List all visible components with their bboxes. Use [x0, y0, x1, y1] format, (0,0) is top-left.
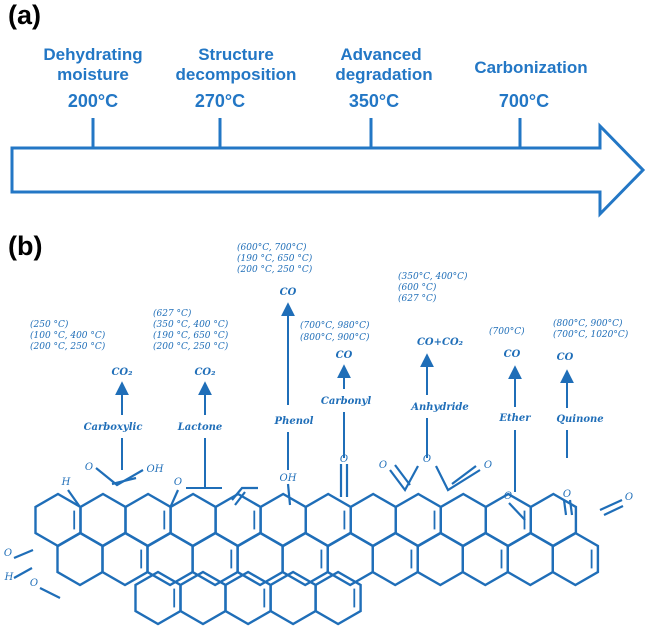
- atom-h-top: H: [61, 477, 71, 488]
- cond-carboxylic-2: (100 °C, 400 °C): [30, 330, 106, 341]
- cond-lactone-1: (627 °C): [153, 308, 192, 319]
- cond-carbonyl-1: (700°C, 980°C): [300, 320, 370, 331]
- group-ether: Ether: [498, 413, 531, 424]
- gas-lactone: CO₂: [194, 367, 216, 378]
- atom-o-quinone-right: O: [625, 492, 633, 503]
- conditions-ether: (700°C): [489, 326, 525, 337]
- cond-lactone-4: (200 °C, 250 °C): [153, 341, 229, 352]
- atom-o-anhydride-right: O: [484, 460, 492, 471]
- atom-o-carboxylic: O: [85, 462, 93, 473]
- stage-4-temp: 700°C: [499, 91, 549, 111]
- carbon-ring: [506, 531, 554, 587]
- stage-3-line2: degradation: [335, 65, 432, 84]
- cond-carboxylic-3: (200 °C, 250 °C): [30, 341, 106, 352]
- group-anhydride: Anhydride: [410, 402, 469, 413]
- carbon-ring: [416, 531, 464, 587]
- stage-4: Carbonization 700°C: [474, 58, 587, 111]
- gas-anhydride: CO+CO₂: [417, 337, 464, 348]
- stage-1-line2: moisture: [57, 65, 129, 84]
- carbon-ring: [551, 531, 600, 587]
- cond-carbonyl-2: (800°C, 900°C): [300, 332, 370, 343]
- group-carboxylic: Carboxylic: [84, 422, 143, 433]
- panel-b-label: (b): [8, 231, 42, 261]
- cond-lactone-2: (350 °C, 400 °C): [153, 319, 229, 330]
- cond-anhydride-1: (350°C, 400°C): [398, 271, 468, 282]
- gas-ether: CO: [504, 349, 521, 360]
- cond-phenol-3: (200 °C, 250 °C): [237, 264, 313, 275]
- carbon-ring: [236, 531, 284, 587]
- stage-3-temp: 350°C: [349, 91, 399, 111]
- stage-2-line1: Structure: [198, 45, 274, 64]
- stage-1: Dehydrating moisture 200°C: [43, 45, 142, 111]
- stage-2-line2: decomposition: [176, 65, 297, 84]
- gas-carboxylic: CO₂: [111, 367, 133, 378]
- group-quinone: Quinone: [556, 414, 603, 425]
- graphene-structure: [34, 492, 600, 626]
- carbon-ring: [56, 531, 104, 587]
- conditions-lactone: (627 °C) (350 °C, 400 °C) (190 °C, 650 °…: [153, 308, 229, 352]
- atom-oh-carboxylic: OH: [147, 464, 164, 475]
- conditions-phenol: (600°C, 700°C) (190 °C, 650 °C) (200 °C,…: [237, 242, 313, 275]
- atom-o-anhydride-left: O: [379, 460, 387, 471]
- conditions-quinone: (800°C, 900°C) (700°C, 1020°C): [553, 318, 629, 340]
- cond-anhydride-3: (627 °C): [398, 293, 437, 304]
- carbon-ring: [146, 531, 194, 587]
- timeline-arrow: [10, 122, 646, 218]
- group-carbonyl: Carbonyl: [321, 396, 371, 407]
- atom-o-quinone-top: O: [563, 489, 571, 500]
- conditions-carbonyl: (700°C, 980°C) (800°C, 900°C): [300, 320, 370, 343]
- cond-ether-1: (700°C): [489, 326, 525, 337]
- atom-oh-phenol: OH: [280, 473, 297, 484]
- atom-o-carbonyl: O: [340, 454, 348, 465]
- stage-2: Structure decomposition 350°C 270°C: [176, 45, 297, 111]
- cond-carboxylic-1: (250 °C): [30, 319, 69, 330]
- stage-3-line1: Advanced: [340, 45, 421, 64]
- conditions-carboxylic: (250 °C) (100 °C, 400 °C) (200 °C, 250 °…: [30, 319, 106, 352]
- cond-anhydride-2: (600 °C): [398, 282, 437, 293]
- group-phenol: Phenol: [274, 416, 314, 427]
- cond-phenol-2: (190 °C, 650 °C): [237, 253, 313, 264]
- cond-quinone-1: (800°C, 900°C): [553, 318, 623, 329]
- carbon-ring: [179, 570, 227, 626]
- stage-2-temp-visible: 270°C: [195, 91, 245, 111]
- atom-h-left: H: [4, 572, 14, 583]
- gas-quinone: CO: [557, 352, 574, 363]
- stage-4-line1: Carbonization: [474, 58, 587, 77]
- carbon-ring: [269, 570, 317, 626]
- panel-a-label: (a): [8, 0, 41, 30]
- conditions-anhydride: (350°C, 400°C) (600 °C) (627 °C): [398, 271, 468, 304]
- stage-3: Advanced degradation 350°C: [335, 45, 432, 111]
- atom-o-ether: O: [504, 491, 512, 502]
- stage-1-line1: Dehydrating: [43, 45, 142, 64]
- carbon-ring: [326, 531, 374, 587]
- cond-phenol-1: (600°C, 700°C): [237, 242, 307, 253]
- cond-lactone-3: (190 °C, 650 °C): [153, 330, 229, 341]
- carbon-ring: [314, 570, 362, 626]
- stage-1-temp: 200°C: [68, 91, 118, 111]
- substituent-bonds: [13, 464, 624, 599]
- atom-o-left: O: [4, 548, 12, 559]
- group-lactone: Lactone: [177, 422, 223, 433]
- atom-o-lactone: O: [174, 477, 182, 488]
- cond-quinone-2: (700°C, 1020°C): [553, 329, 629, 340]
- atom-o-left-bottom: O: [30, 578, 38, 589]
- gas-phenol: CO: [280, 287, 297, 298]
- atom-o-anhydride-mid: O: [423, 454, 431, 465]
- gas-carbonyl: CO: [336, 350, 353, 361]
